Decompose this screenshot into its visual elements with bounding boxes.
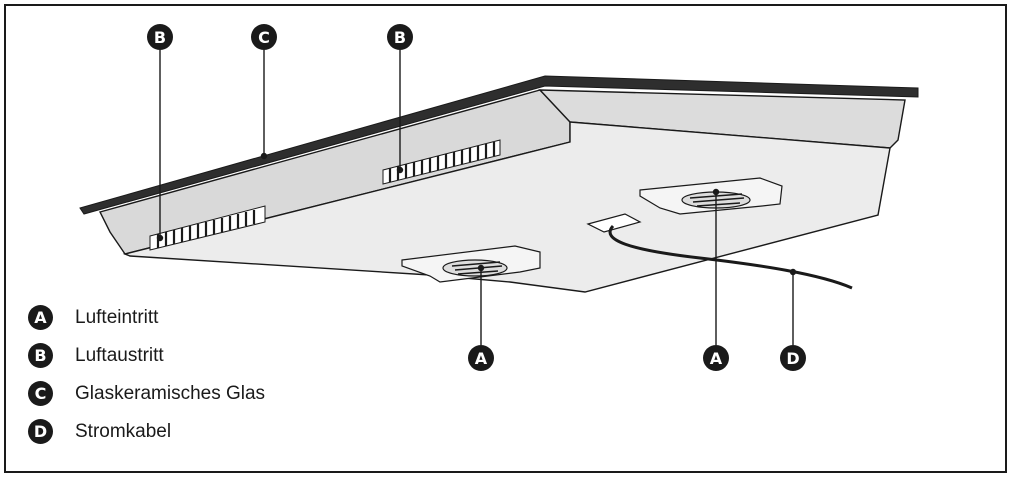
air-inlet-fan-left xyxy=(401,245,541,283)
svg-text:B: B xyxy=(394,28,406,47)
leader-lines xyxy=(156,50,797,345)
power-cable xyxy=(608,224,853,290)
legend-badge-c: C xyxy=(28,381,53,406)
callout-b-mid: B xyxy=(387,24,413,50)
air-outlet-left xyxy=(149,205,266,251)
callout-a-right: A xyxy=(703,345,729,371)
legend-item-c: C Glaskeramisches Glas xyxy=(28,379,265,408)
svg-text:A: A xyxy=(710,349,723,368)
legend: A Lufteintritt B Luftaustritt C Glaskera… xyxy=(28,303,265,455)
svg-text:B: B xyxy=(154,28,166,47)
callout-c-top: C xyxy=(251,24,277,50)
cable-entry-plate xyxy=(586,213,642,233)
figure-frame xyxy=(4,4,1007,473)
housing-bottom-face xyxy=(122,121,891,293)
callout-b-left: B xyxy=(147,24,173,50)
legend-label-b: Luftaustritt xyxy=(75,344,164,366)
air-inlet-fan-right xyxy=(639,177,783,215)
svg-text:D: D xyxy=(786,349,799,368)
callout-a-left: A xyxy=(468,345,494,371)
housing-right-face xyxy=(538,89,906,149)
glass-ceramic-plate xyxy=(79,75,919,215)
svg-text:C: C xyxy=(258,28,270,47)
legend-label-a: Lufteintritt xyxy=(75,306,159,328)
legend-badge-b: B xyxy=(28,343,53,368)
legend-label-c: Glaskeramisches Glas xyxy=(75,382,266,404)
legend-label-d: Stromkabel xyxy=(75,420,172,442)
legend-badge-d: D xyxy=(28,419,53,444)
legend-badge-a: A xyxy=(28,305,53,330)
air-outlet-middle xyxy=(382,139,501,185)
legend-item-d: D Stromkabel xyxy=(28,417,265,446)
legend-item-a: A Lufteintritt xyxy=(28,303,265,332)
legend-item-b: B Luftaustritt xyxy=(28,341,265,370)
callout-d-cable: D xyxy=(780,345,806,371)
svg-text:A: A xyxy=(475,349,488,368)
